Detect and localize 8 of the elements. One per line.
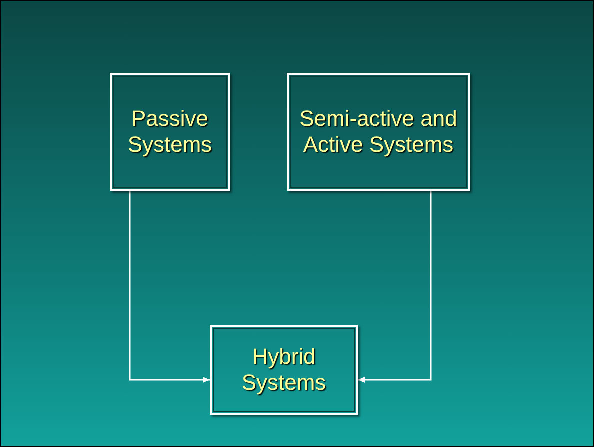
text-box bbox=[210, 325, 358, 415]
text-box bbox=[110, 73, 230, 191]
text-box bbox=[287, 73, 470, 191]
box-label: Hybrid Systems bbox=[240, 344, 328, 396]
arrow bbox=[358, 191, 432, 383]
box-label: Passive Systems bbox=[126, 106, 214, 158]
box-label: Semi-active and Active Systems bbox=[298, 106, 458, 158]
arrow bbox=[129, 191, 210, 383]
